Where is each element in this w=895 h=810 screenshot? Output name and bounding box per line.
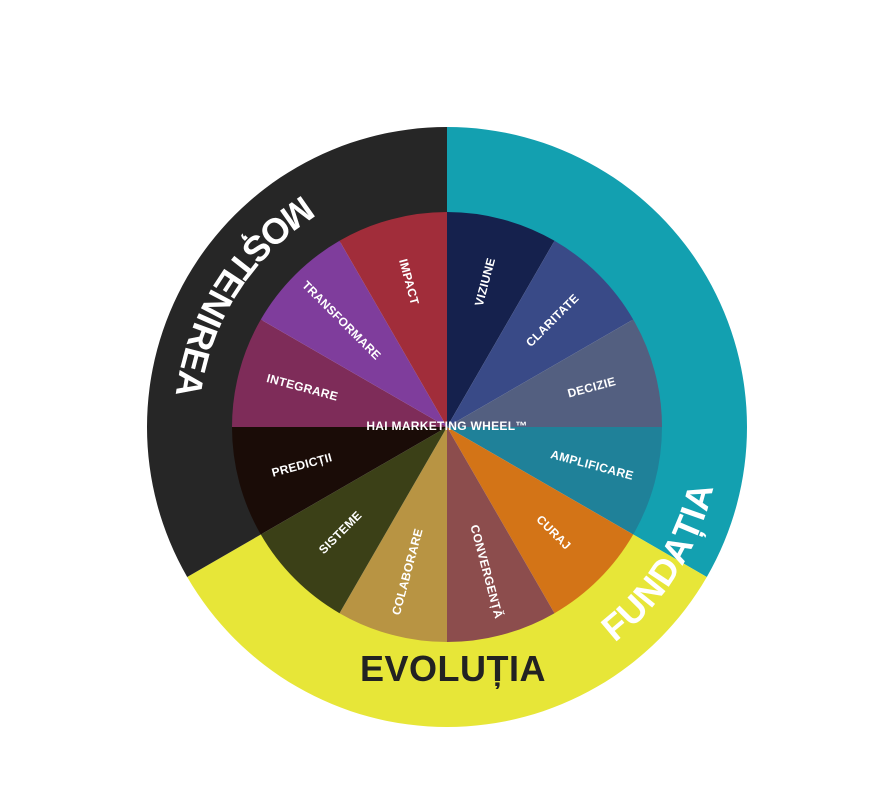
ring-label-evolutia: EVOLUȚIA [360, 648, 546, 689]
segment-predictii [232, 427, 447, 535]
segment-integrare [232, 319, 447, 427]
segment-viziune [447, 212, 555, 427]
segment-convergenta [447, 427, 555, 642]
segment-amplificare [447, 427, 662, 535]
segment-decizie [447, 319, 662, 427]
outer-ring [147, 127, 747, 727]
segment-transformare [260, 240, 447, 427]
segment-curaj [447, 427, 634, 614]
ring-sector-fundatia [447, 127, 747, 577]
inner-wheel-segments [232, 212, 662, 642]
segment-impact [339, 212, 447, 427]
segment-claritate [447, 240, 634, 427]
ring-sector-evolutia [187, 533, 707, 727]
wheel-center-label: HAI MARKETING WHEEL™ [366, 419, 527, 433]
segment-sisteme [260, 427, 447, 614]
ring-sector-mostenirea [147, 127, 447, 577]
segment-colaborare [339, 427, 447, 642]
